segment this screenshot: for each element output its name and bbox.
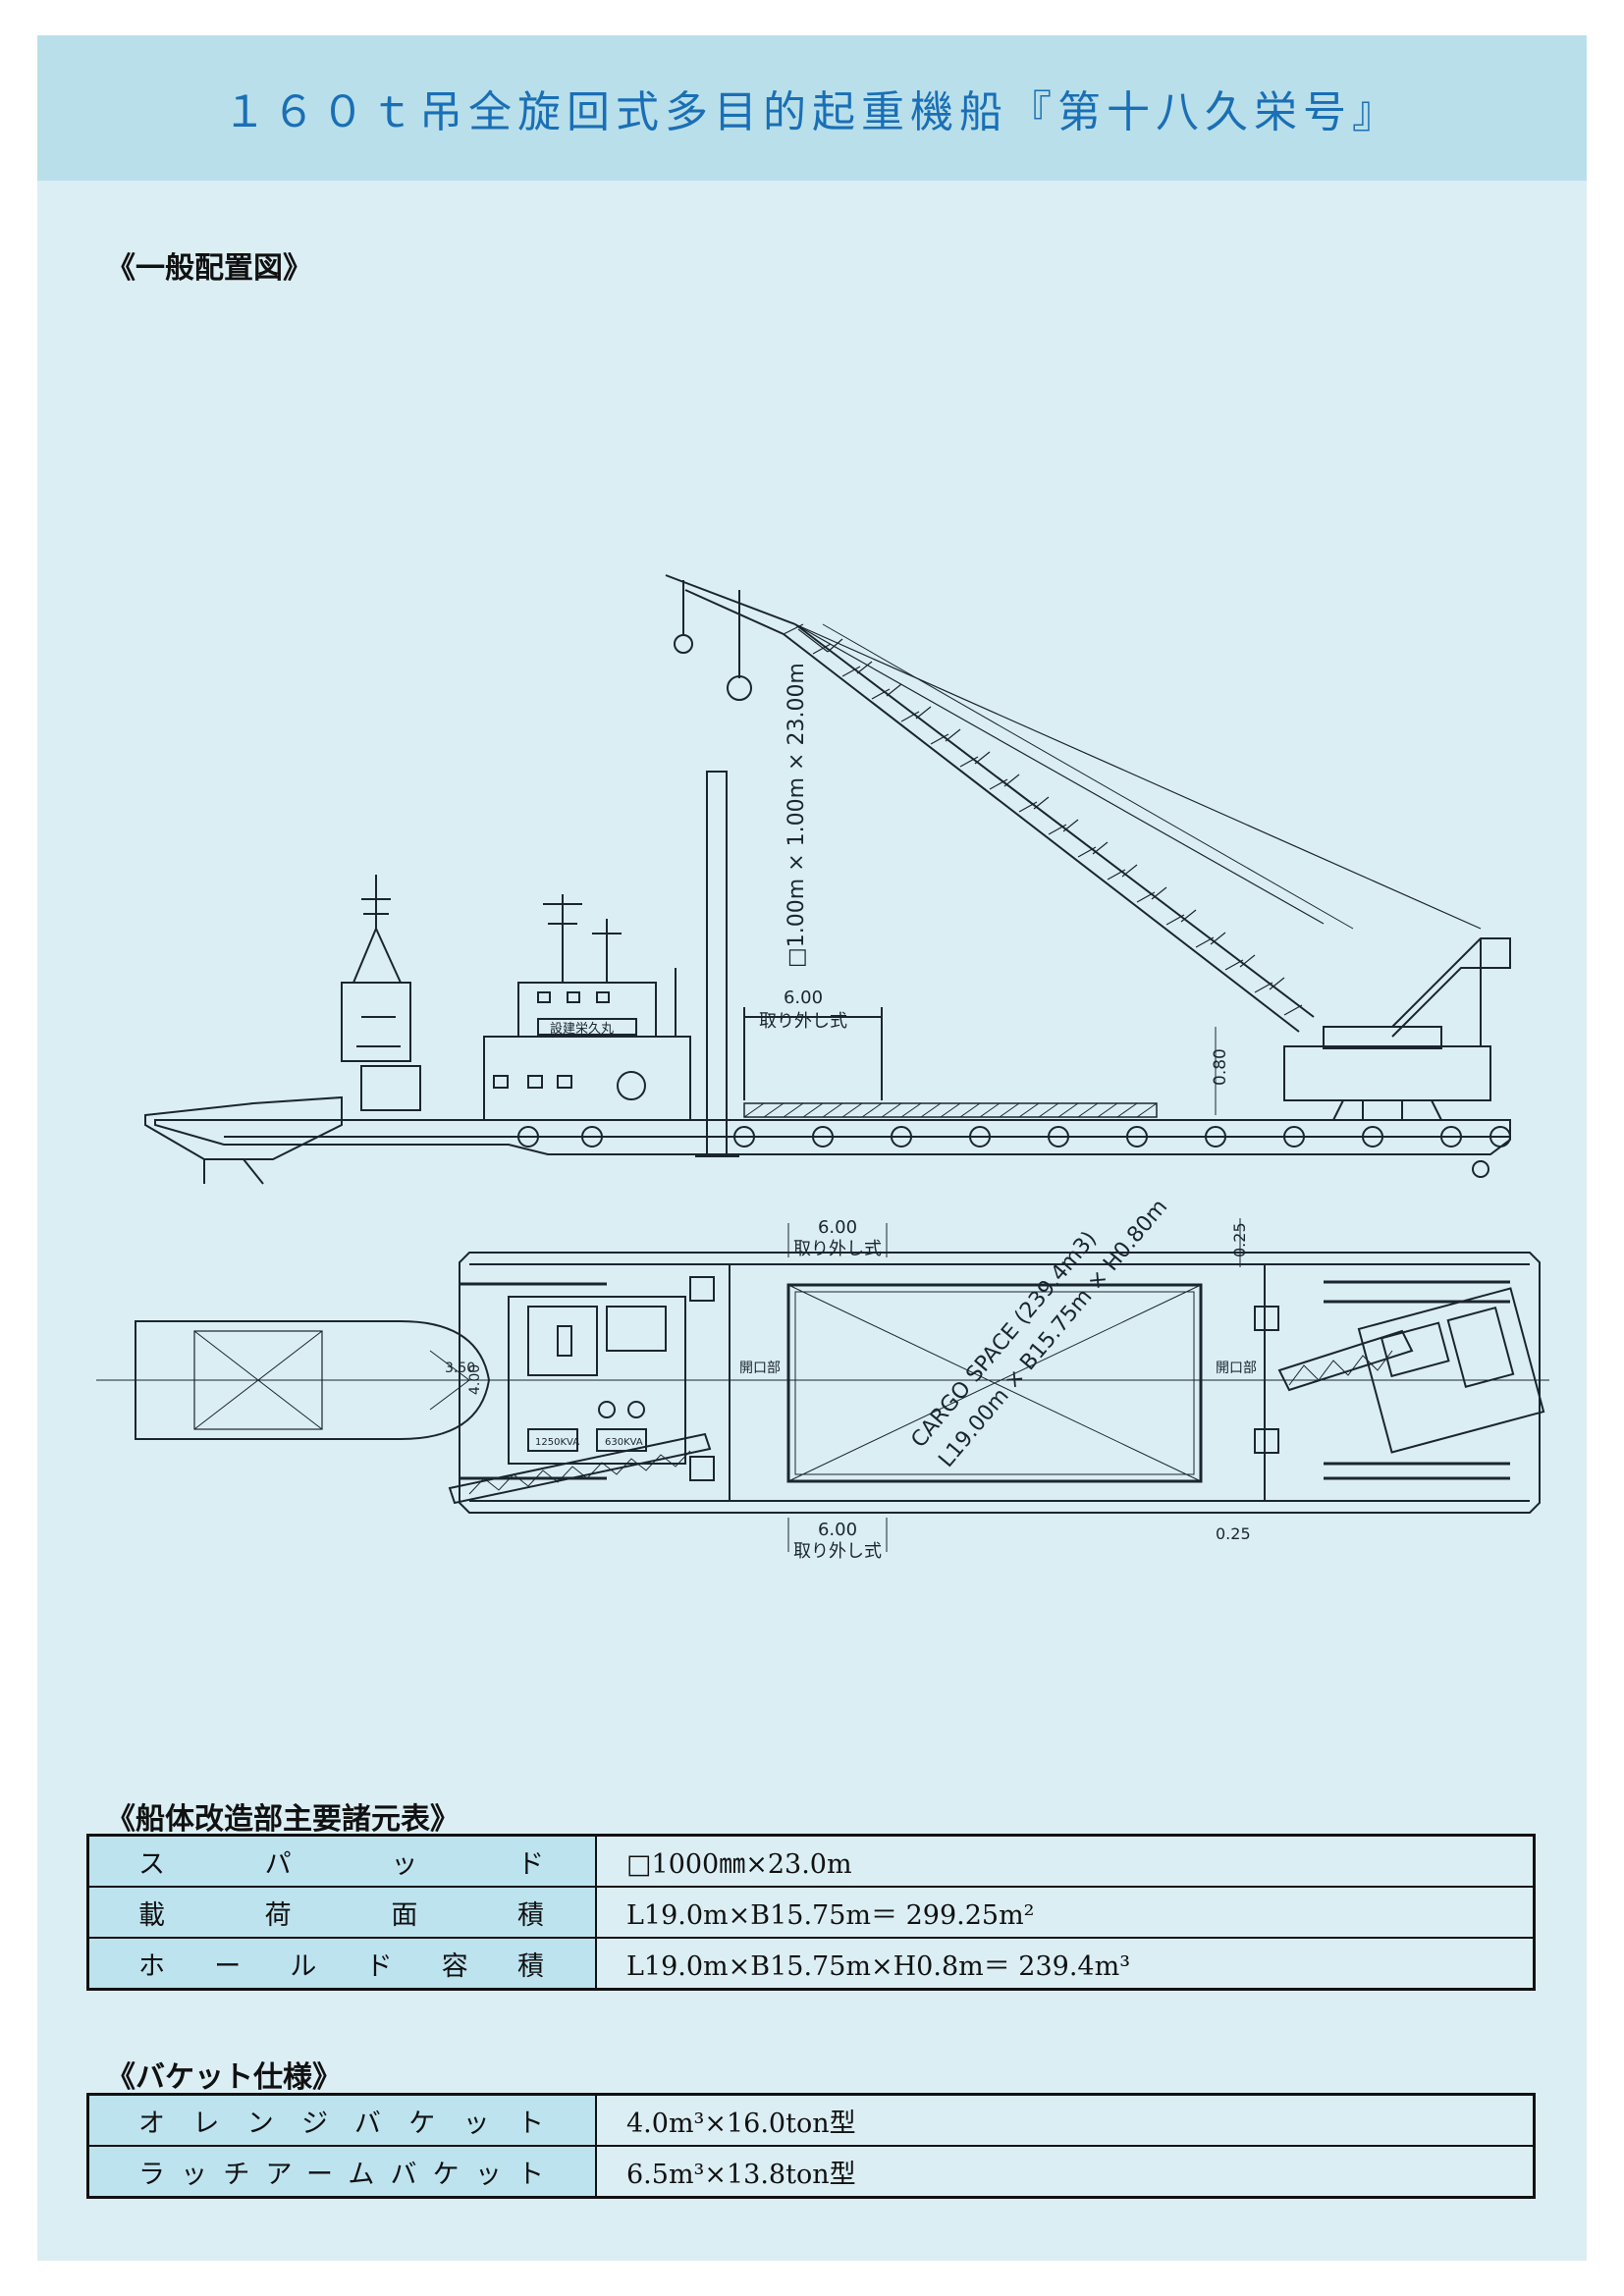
stowed-jib	[448, 1432, 712, 1505]
table-row: 載荷面積 L19.0m×B15.75m＝ 299.25m²	[86, 1886, 1536, 1939]
removable-hatch	[743, 1102, 1158, 1118]
spud-side	[706, 771, 728, 1157]
spec-value: L19.0m×B15.75m＝ 299.25m²	[595, 1886, 1536, 1939]
name-plate	[537, 1018, 637, 1036]
crane-house-plan	[1357, 1287, 1545, 1454]
hull-spec-table: スパッド □1000㎜×23.0m 載荷面積 L19.0m×B15.75m＝ 2…	[86, 1834, 1536, 1991]
main-hook	[727, 675, 752, 701]
bucket-spec-table: オレンジバケット 4.0m³×16.0ton型 ラッチアームバケット 6.5m³…	[86, 2093, 1536, 2199]
barge-plan-outline	[459, 1252, 1541, 1514]
spec-key: オレンジバケット	[86, 2093, 597, 2147]
transformer-630-label: 630KVA	[605, 1437, 643, 1448]
crane-house	[1283, 1045, 1491, 1101]
table-row: ラッチアームバケット 6.5m³×13.8ton型	[86, 2145, 1536, 2199]
transformer-1250	[527, 1428, 578, 1452]
height-dimension: 0.80	[1211, 1048, 1230, 1086]
removable-length-side: 6.00	[784, 988, 823, 1008]
ship-name-plate: 設建栄久丸	[550, 1021, 614, 1037]
removable-label-bottom: 取り外し式	[793, 1541, 882, 1562]
spec-value: 6.5m³×13.8ton型	[595, 2145, 1536, 2199]
spec-value: L19.0m×B15.75m×H0.8m＝ 239.4m³	[595, 1937, 1536, 1991]
section-heading-layout: 《一般配置図》	[106, 251, 312, 286]
removable-length-bottom: 6.00	[818, 1520, 857, 1540]
spec-value: □1000㎜×23.0m	[595, 1834, 1536, 1888]
transformer-1250-label: 1250KVA	[535, 1437, 579, 1448]
bow-dimension-2: 3.50	[445, 1361, 475, 1376]
removable-label-side: 取り外し式	[759, 1011, 847, 1032]
small-dimension-bottom: 0.25	[1216, 1524, 1251, 1543]
section-heading-bucket: 《バケット仕様》	[106, 2060, 342, 2095]
title-bar: １６０ｔ吊全旋回式多目的起重機船『第十八久栄号』	[37, 35, 1587, 181]
tug-plan-outline	[135, 1320, 491, 1440]
spec-key: スパッド	[86, 1834, 597, 1888]
removable-label-top: 取り外し式	[793, 1239, 882, 1259]
cargo-space-label: CARGO SPACE (239.4m3)	[906, 1227, 1102, 1453]
spec-key: ホールド容積	[86, 1937, 597, 1991]
opening-label-right: 開口部	[1216, 1361, 1257, 1376]
deckhouse-plan	[508, 1296, 686, 1465]
tug-bow-outline	[144, 1095, 343, 1160]
cargo-space-dims: L19.00m × B15.75m × H0.80m	[934, 1195, 1172, 1472]
fenders	[517, 1126, 1511, 1148]
spec-sheet: １６０ｔ吊全旋回式多目的起重機船『第十八久栄号』 《一般配置図》	[37, 35, 1587, 2261]
main-house	[483, 1036, 691, 1121]
spec-key: 載荷面積	[86, 1886, 597, 1939]
table-row: ホールド容積 L19.0m×B15.75m×H0.8m＝ 239.4m³	[86, 1937, 1536, 1991]
hull-side-outline	[154, 1119, 1511, 1155]
tug-deckhouse	[360, 1065, 421, 1111]
crane-boom-plan	[1277, 1329, 1414, 1392]
tug-bridge	[341, 982, 411, 1062]
spec-value: 4.0m³×16.0ton型	[595, 2093, 1536, 2147]
spud-dimension-label: □1.00m × 1.00m × 23.00m	[785, 663, 809, 968]
cargo-space	[786, 1283, 1203, 1483]
table-row: スパッド □1000㎜×23.0m	[86, 1834, 1536, 1888]
removable-length-top: 6.00	[818, 1217, 857, 1238]
crane-boom	[783, 623, 1315, 1033]
upper-house	[517, 982, 657, 1038]
section-heading-hull: 《船体改造部主要諸元表》	[106, 1802, 460, 1837]
general-arrangement-drawing: □1.00m × 1.00m × 23.00m 6.00 取り外し式 0.80 …	[96, 574, 1549, 1562]
opening-label-left: 開口部	[739, 1361, 781, 1376]
table-row: オレンジバケット 4.0m³×16.0ton型	[86, 2093, 1536, 2147]
spec-key: ラッチアームバケット	[86, 2145, 597, 2199]
small-dimension-top: 0.25	[1230, 1222, 1249, 1257]
page-title: １６０ｔ吊全旋回式多目的起重機船『第十八久栄号』	[223, 87, 1401, 137]
aux-hook	[674, 634, 693, 654]
bow-dimension: 4.00	[467, 1364, 483, 1395]
